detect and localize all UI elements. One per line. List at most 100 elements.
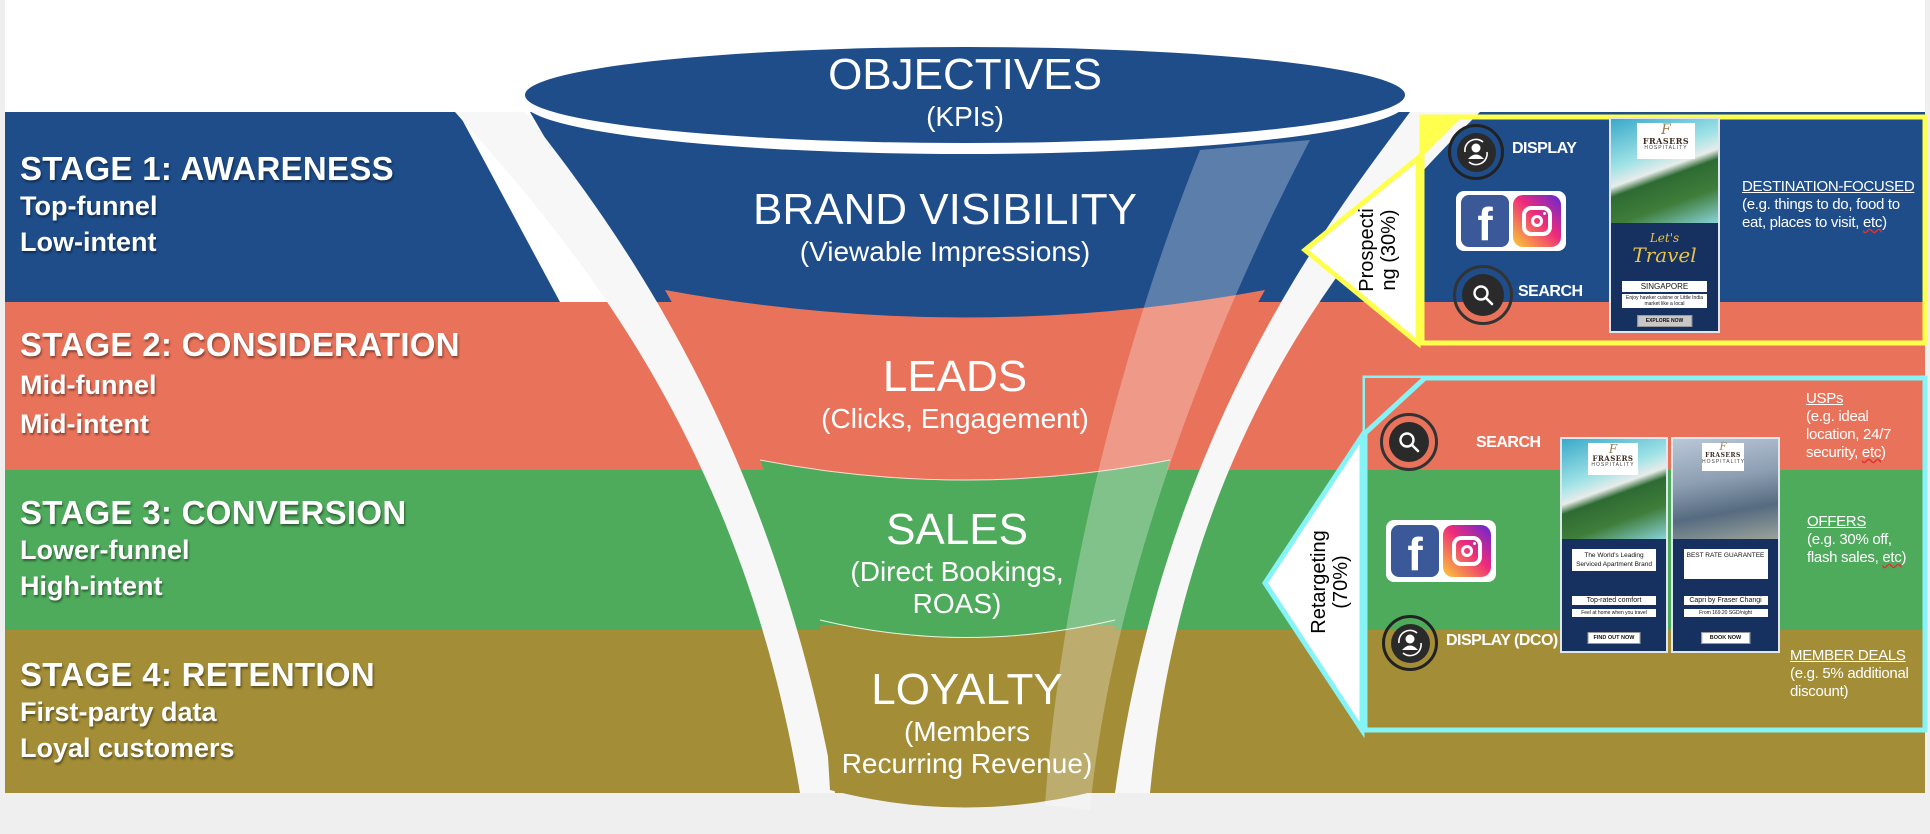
funnel-highlight	[1045, 140, 1310, 810]
stage-title: STAGE 1: AWARENESS	[20, 150, 394, 187]
funnel-segment-sales	[760, 460, 1170, 638]
prospecting-label-line2: ng (30%)	[1378, 209, 1400, 291]
instagram-icon	[1443, 525, 1491, 577]
ad-line-1: Top-rated comfort	[1572, 596, 1656, 605]
ad-body: Enjoy hawker cuisine or Little India mar…	[1621, 294, 1708, 308]
note-etc: etc	[1882, 549, 1902, 566]
usps-note: USPs (e.g. ideal location, 24/7 security…	[1806, 390, 1921, 462]
note-heading: OFFERS	[1807, 513, 1867, 530]
frasers-logo: F FRASERS HOSPITALITY	[1702, 443, 1744, 471]
stage-title: STAGE 3: CONVERSION	[20, 494, 407, 531]
level-title: SALES	[886, 505, 1028, 554]
funnel-level-loyalty: LOYALTY (Members Recurring Revenue)	[667, 665, 1267, 780]
frasers-logo: F FRASERS HOSPITALITY	[1637, 123, 1695, 159]
funnel-left-arm	[455, 112, 835, 793]
level-kpi: (Direct Bookings,	[850, 555, 1064, 587]
note-line: (e.g. ideal	[1806, 408, 1869, 425]
retargeting-social-channels: f	[1386, 520, 1496, 582]
retargeting-display-label: DISPLAY (DCO)	[1446, 632, 1558, 649]
ad-script-travel: Travel	[1632, 243, 1697, 267]
prospecting-chevron	[1301, 152, 1421, 349]
retargeting-label-line1: Retargeting	[1308, 530, 1330, 634]
note-line: (e.g. 5% additional	[1790, 665, 1909, 682]
stage-intent: Loyal customers	[20, 733, 235, 763]
retargeting-search-label: SEARCH	[1476, 434, 1541, 451]
note-heading: DESTINATION-FOCUSED	[1742, 178, 1915, 195]
level-kpi-2: Recurring Revenue)	[841, 747, 1093, 779]
book-now-button[interactable]: BOOK NOW	[1700, 632, 1751, 644]
funnel-level-brand-visibility: BRAND VISIBILITY (Viewable Impressions)	[645, 185, 1245, 268]
social-channels: f	[1456, 191, 1566, 251]
objectives-label: OBJECTIVES (KPIs)	[665, 50, 1265, 133]
member-deals-note: MEMBER DEALS (e.g. 5% additional discoun…	[1790, 647, 1925, 701]
note-line: (e.g. things to do, food to	[1742, 196, 1900, 213]
prospecting-label-line1: Prospecti	[1356, 208, 1378, 292]
find-out-now-button[interactable]: FIND OUT NOW	[1587, 632, 1641, 644]
ad-headline: The World's Leading Serviced Apartment B…	[1572, 549, 1656, 571]
display-channel-label: DISPLAY	[1512, 140, 1577, 157]
stage-title: STAGE 4: RETENTION	[20, 656, 375, 693]
user-retarget-icon	[1398, 629, 1422, 657]
note-heading: USPs	[1806, 390, 1844, 407]
level-kpi: (Members	[903, 715, 1030, 747]
level-kpi-2: ROAS)	[912, 587, 1002, 619]
retargeting-label-line2: (70%)	[1330, 555, 1352, 609]
ad-line-2: Feel at home when you travel	[1572, 609, 1656, 617]
note-etc: etc	[1862, 214, 1883, 231]
stage-intent: Low-intent	[20, 227, 157, 257]
funnel-level-sales: SALES (Direct Bookings, ROAS)	[657, 505, 1257, 620]
instagram-icon	[1513, 195, 1561, 247]
prospecting-box-corner	[1422, 117, 1462, 157]
facebook-icon: f	[1461, 195, 1509, 247]
note-line: security,	[1806, 444, 1862, 461]
note-line: flash sales,	[1807, 549, 1883, 566]
stage-funnel-position: Top-funnel	[20, 191, 158, 221]
objectives-subtitle: (KPIs)	[926, 100, 1004, 132]
retargeting-chevron	[1262, 427, 1365, 739]
stage-3-label: STAGE 3: CONVERSION Lower-funnel High-in…	[20, 494, 406, 604]
note-etc: etc	[1861, 444, 1882, 461]
offers-note: OFFERS (e.g. 30% off, flash sales, etc)	[1807, 513, 1922, 567]
note-line: (e.g. 30% off,	[1807, 531, 1892, 548]
prospecting-label: Prospecti ng (30%)	[1356, 190, 1400, 310]
level-kpi: (Clicks, Engagement)	[821, 402, 1089, 434]
stage-funnel-position: Mid-funnel	[20, 370, 157, 400]
retargeting-display-channel-icon	[1382, 615, 1438, 671]
funnel-segment-brand-visibility	[550, 120, 1390, 318]
prospecting-box	[1419, 114, 1928, 346]
funnel-segment-leads	[665, 290, 1265, 480]
stage-intent: High-intent	[20, 571, 163, 601]
level-kpi: (Viewable Impressions)	[799, 235, 1091, 267]
explore-now-button[interactable]: EXPLORE NOW	[1636, 315, 1693, 327]
ad-headline: BEST RATE GUARANTEE	[1683, 549, 1768, 579]
facebook-icon: f	[1391, 525, 1439, 577]
ad-line-2: From 169.20 SGD/night	[1683, 609, 1768, 617]
stage-intent: Mid-intent	[20, 409, 149, 439]
funnel-level-leads: LEADS (Clicks, Engagement)	[655, 352, 1255, 435]
stage-title: STAGE 2: CONSIDERATION	[20, 326, 460, 363]
retargeting-search-channel-icon	[1380, 413, 1438, 471]
stage-4-label: STAGE 4: RETENTION First-party data Loya…	[20, 656, 375, 766]
stage-funnel-position: Lower-funnel	[20, 535, 190, 565]
objectives-title: OBJECTIVES	[828, 50, 1102, 99]
stage-2-label: STAGE 2: CONSIDERATION Mid-funnel Mid-in…	[20, 326, 460, 442]
display-channel-icon	[1448, 124, 1504, 180]
search-icon	[1473, 285, 1494, 306]
level-title: LOYALTY	[871, 665, 1063, 714]
funnel-segment-loyalty	[820, 625, 1115, 808]
search-channel-icon	[1453, 265, 1513, 325]
retargeting-ad-banner-2: F FRASERS HOSPITALITY BEST RATE GUARANTE…	[1671, 437, 1780, 653]
search-channel-label: SEARCH	[1518, 283, 1583, 300]
retargeting-label: Retargeting (70%)	[1308, 507, 1352, 657]
note-heading: MEMBER DEALS	[1790, 647, 1906, 664]
stage-funnel-position: First-party data	[20, 697, 217, 727]
level-title: BRAND VISIBILITY	[753, 185, 1137, 234]
note-line: eat, places to visit,	[1742, 214, 1863, 231]
stage-1-label: STAGE 1: AWARENESS Top-funnel Low-intent	[20, 150, 394, 260]
ad-script-lets: Let's	[1649, 231, 1680, 245]
ad-line-1: Capri by Fraser Changi	[1683, 596, 1768, 605]
destination-focused-note: DESTINATION-FOCUSED (e.g. things to do, …	[1742, 178, 1922, 232]
note-line: location, 24/7	[1806, 426, 1892, 443]
user-retarget-icon	[1464, 138, 1488, 166]
